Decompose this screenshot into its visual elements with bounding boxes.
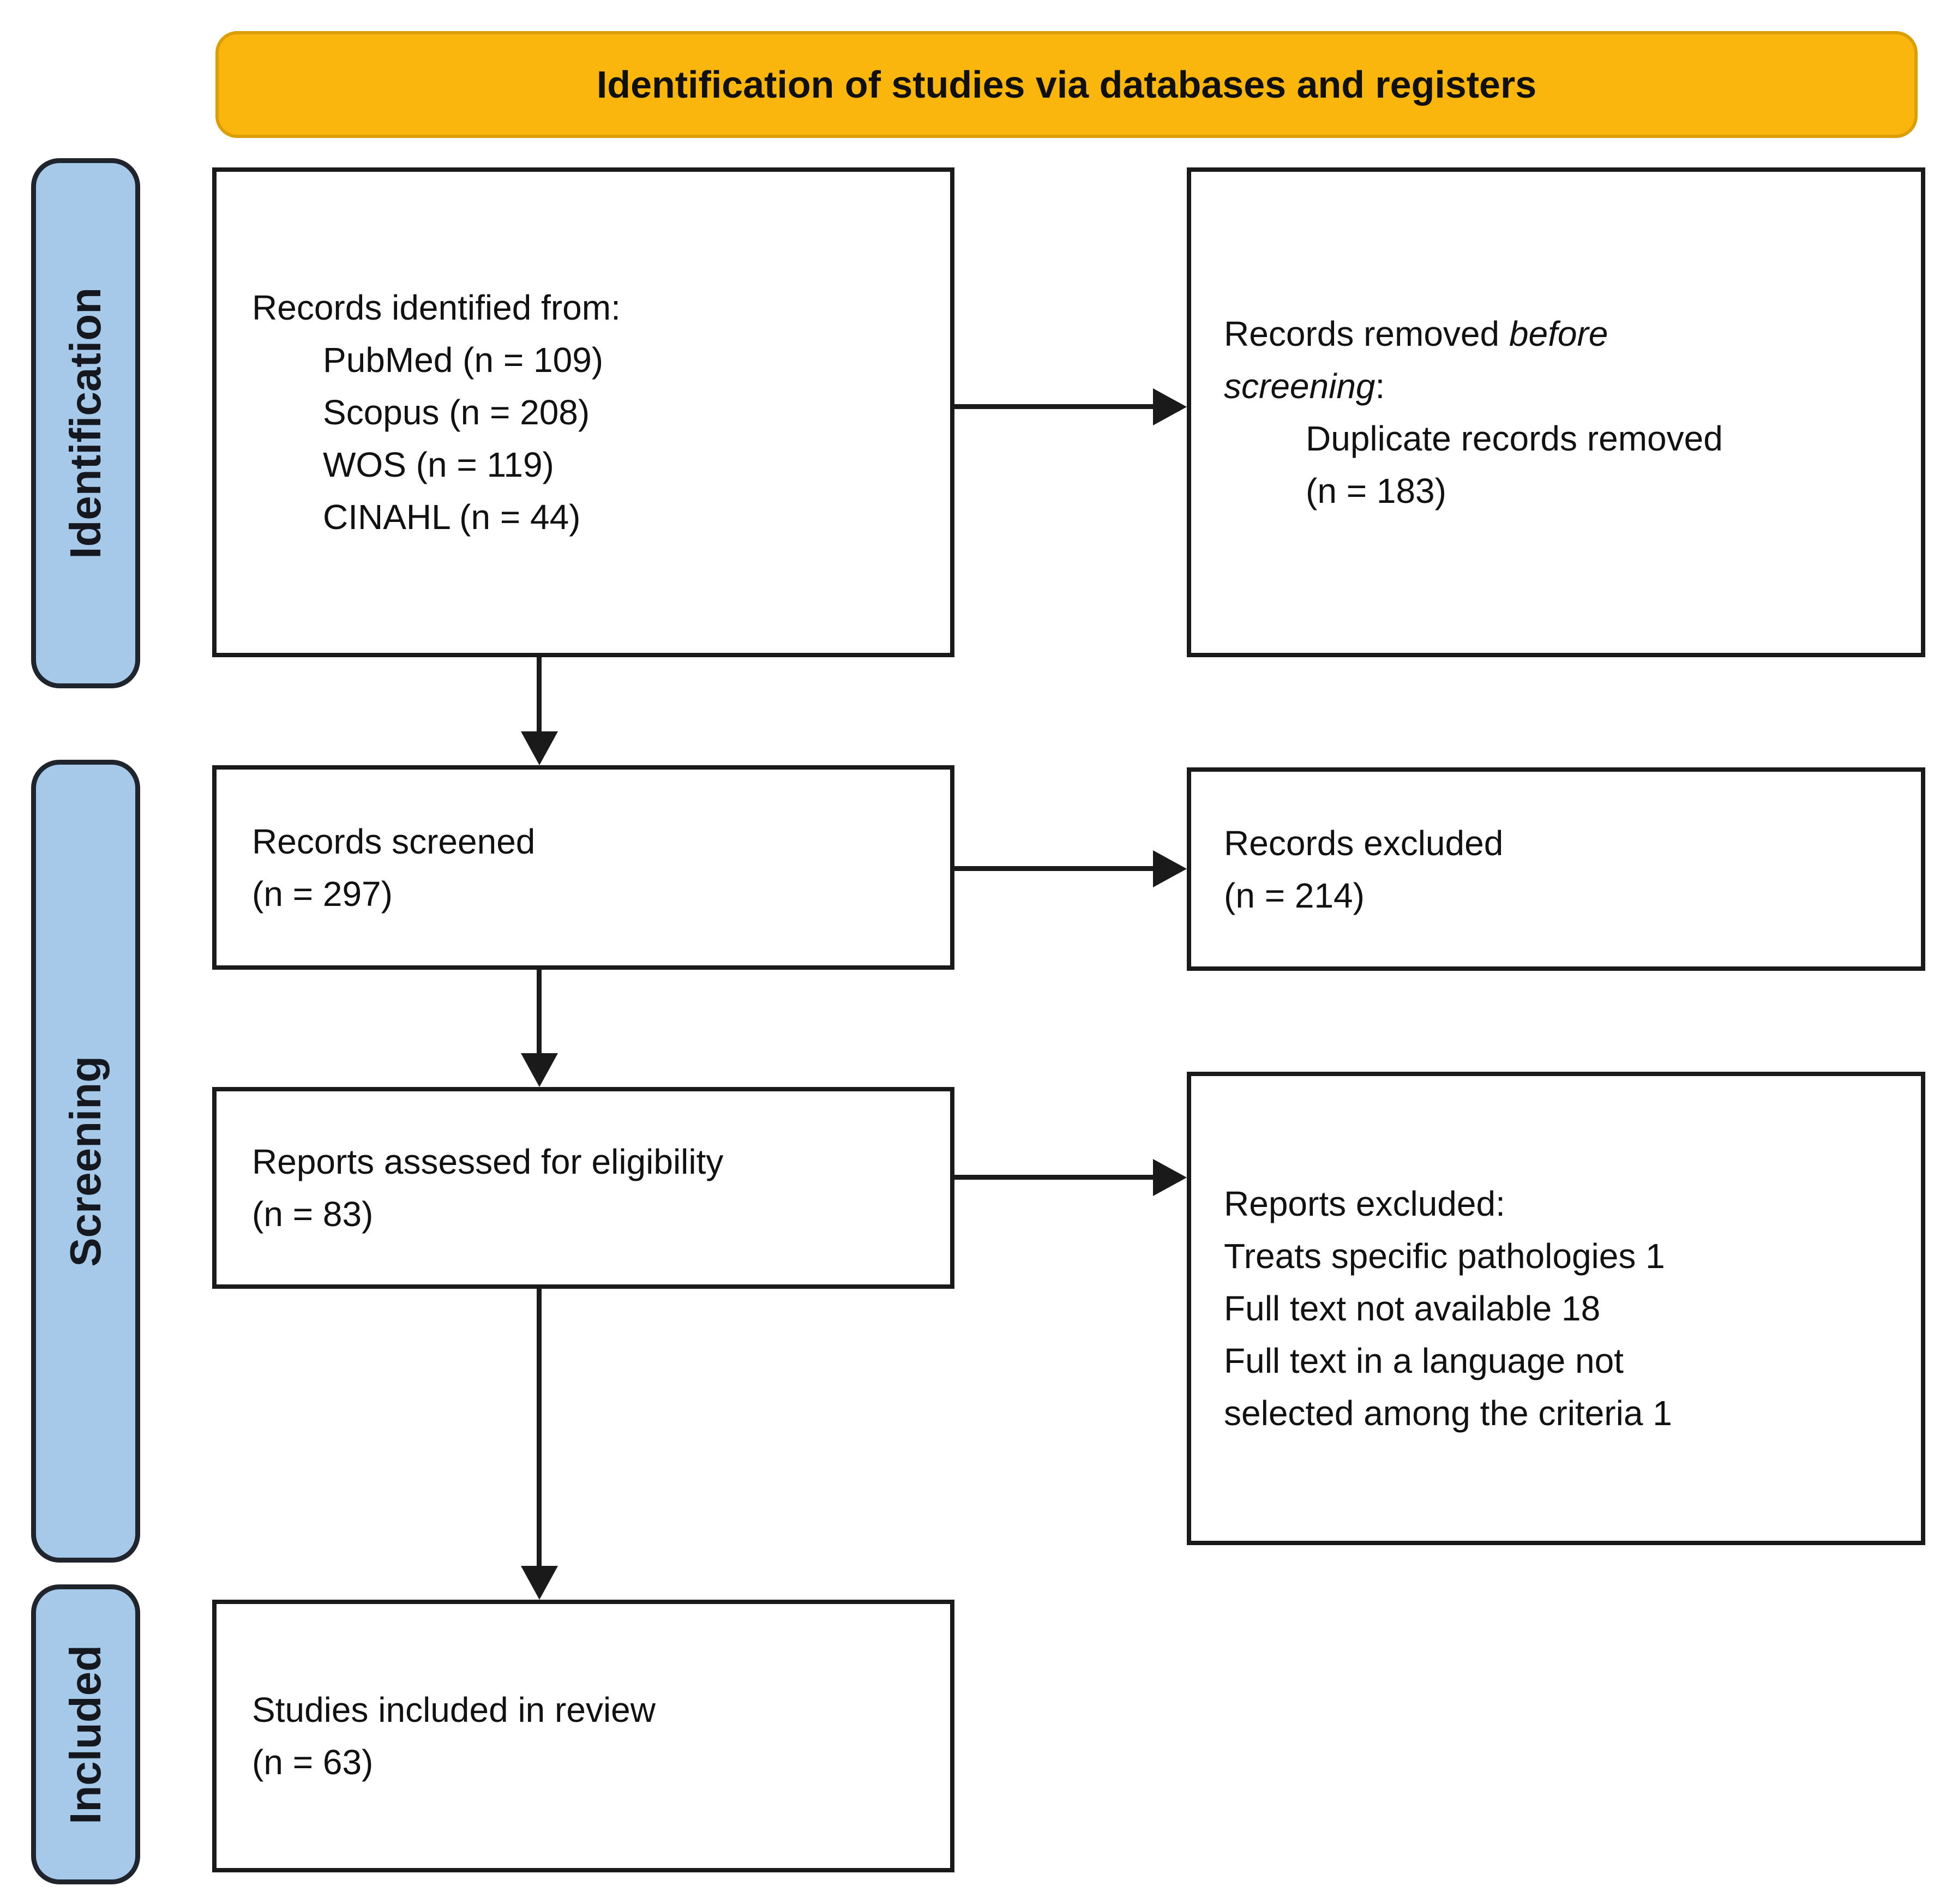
box-line-text: : (1375, 367, 1385, 406)
box-reports-excluded: Reports excluded: Treats specific pathol… (1187, 1072, 1925, 1545)
arrow-down-icon (537, 1289, 542, 1567)
box-line: (n = 297) (252, 874, 393, 914)
stage-label-text: Identification (61, 287, 110, 559)
box-line: Duplicate records removed (1306, 419, 1723, 458)
box-line: screening: (1224, 360, 1905, 412)
arrow-right-icon (954, 1175, 1154, 1180)
box-line: (n = 83) (252, 1194, 374, 1234)
box-line: (n = 214) (1224, 875, 1365, 915)
box-line: (n = 63) (252, 1743, 374, 1782)
stage-label-identification: Identification (31, 158, 140, 688)
box-records-excluded: Records excluded (n = 214) (1187, 767, 1925, 971)
box-line: Records identified from: (252, 288, 621, 327)
stage-label-text: Screening (61, 1055, 110, 1267)
banner: Identification of studies via databases … (215, 31, 1918, 138)
stage-label-included: Included (31, 1584, 140, 1884)
box-line: Records screened (252, 821, 536, 861)
box-reports-assessed: Reports assessed for eligibility (n = 83… (212, 1087, 954, 1289)
arrow-down-icon (537, 657, 542, 732)
box-line-text: Records removed (1224, 314, 1509, 353)
box-line: Full text not available 18 (1224, 1289, 1601, 1328)
box-line: selected among the criteria 1 (1224, 1394, 1672, 1433)
arrow-down-icon (537, 970, 542, 1054)
box-line-italic: before (1509, 314, 1608, 353)
box-records-identified: Records identified from: PubMed (n = 109… (212, 167, 954, 657)
box-line-italic: screening (1224, 367, 1376, 406)
box-line: Reports assessed for eligibility (252, 1142, 724, 1181)
box-line: Reports excluded: (1224, 1184, 1505, 1223)
box-line: WOS (n = 119) (323, 445, 554, 484)
box-line: Records excluded (1224, 823, 1504, 863)
box-line: Records removed before (1224, 308, 1905, 360)
stage-label-text: Included (61, 1644, 110, 1824)
arrow-right-icon (954, 404, 1154, 409)
box-line: PubMed (n = 109) (323, 340, 604, 380)
arrow-right-icon (954, 866, 1154, 871)
box-line: Treats specific pathologies 1 (1224, 1236, 1665, 1276)
box-line: Studies included in review (252, 1690, 656, 1729)
box-line: Full text in a language not (1224, 1341, 1624, 1380)
banner-title: Identification of studies via databases … (596, 63, 1537, 106)
box-line: (n = 183) (1306, 471, 1446, 510)
box-line: Scopus (n = 208) (323, 393, 590, 432)
box-line: CINAHL (n = 44) (323, 497, 581, 537)
box-studies-included: Studies included in review (n = 63) (212, 1600, 954, 1872)
stage-label-screening: Screening (31, 760, 140, 1563)
box-records-screened: Records screened (n = 297) (212, 765, 954, 970)
box-records-removed: Records removed before screening: Duplic… (1187, 167, 1925, 657)
